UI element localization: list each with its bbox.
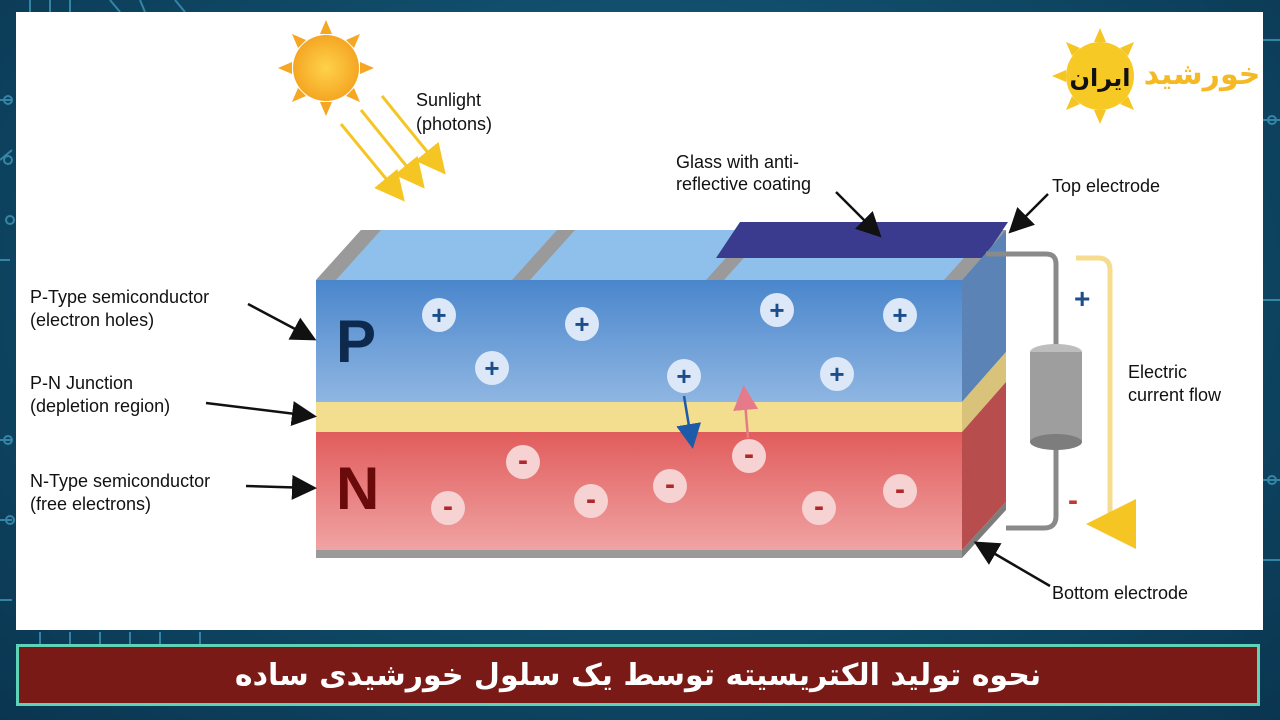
- logo-outer-text: خورشید: [1144, 57, 1261, 92]
- photons-label: (photons): [416, 114, 492, 134]
- sunlight-label: Sunlight: [416, 90, 481, 110]
- free-electrons: - - - - - - -: [431, 438, 917, 525]
- hole: +: [475, 351, 509, 385]
- current-flow-arrow: [1076, 255, 1136, 549]
- n-layer: [316, 432, 962, 550]
- svg-text:-: -: [586, 483, 596, 516]
- hole: +: [820, 357, 854, 391]
- electron-flow-arrow: [676, 395, 702, 449]
- p-type-pointer: [247, 302, 317, 341]
- electron: -: [574, 483, 608, 518]
- svg-text:-: -: [814, 490, 824, 523]
- hole: +: [760, 293, 794, 327]
- top-electrode-pointer: [1008, 193, 1049, 234]
- p-type-label-line1: P-Type semiconductor: [30, 287, 209, 307]
- hole-flow-arrow: [733, 385, 759, 439]
- svg-text:+: +: [431, 300, 446, 330]
- pn-junction-pointer: [205, 401, 317, 426]
- n-type-label-line2: (free electrons): [30, 494, 151, 514]
- electron: -: [732, 438, 766, 473]
- positive-terminal-sign: +: [1074, 283, 1090, 314]
- negative-terminal-sign: -: [1068, 484, 1078, 517]
- n-type-pointer: [245, 474, 317, 500]
- svg-text:-: -: [443, 490, 453, 523]
- electron: -: [431, 490, 465, 525]
- external-wire: [986, 251, 1059, 531]
- p-layer-side: [962, 230, 1006, 402]
- p-type-label-line2: (electron holes): [30, 310, 154, 330]
- electron: -: [506, 444, 540, 479]
- svg-text:+: +: [829, 359, 844, 389]
- svg-text:+: +: [769, 295, 784, 325]
- svg-text:-: -: [744, 438, 754, 471]
- hole: +: [667, 359, 701, 393]
- sun-icon: [278, 20, 374, 116]
- sunlight-rays: [339, 95, 446, 202]
- bottom-electrode-label: Bottom electrode: [1052, 583, 1188, 603]
- glass-pointer: [835, 191, 882, 238]
- glass-coating: [716, 222, 1008, 258]
- pn-junction-label-line1: P-N Junction: [30, 373, 133, 393]
- svg-text:-: -: [518, 444, 528, 477]
- n-letter: N: [336, 455, 379, 522]
- bottom-plate-side: [962, 502, 1006, 558]
- diagram-panel: Sunlight (photons) P N + + + +: [16, 12, 1263, 630]
- current-flow-label: current flow: [1128, 385, 1222, 405]
- hole: +: [565, 307, 599, 341]
- electron: -: [802, 490, 836, 525]
- caption-text: نحوه تولید الکتریسیته توسط یک سلول خورشی…: [234, 657, 1042, 693]
- svg-text:+: +: [892, 300, 907, 330]
- electron: -: [653, 468, 687, 503]
- svg-text:+: +: [484, 353, 499, 383]
- logo-inner-text: ایران: [1070, 64, 1131, 92]
- p-letter: P: [336, 308, 376, 375]
- junction-side: [962, 352, 1006, 432]
- hole: +: [422, 298, 456, 332]
- svg-text:+: +: [676, 361, 691, 391]
- hole: +: [883, 298, 917, 332]
- electron-holes: + + + + + + +: [422, 293, 917, 393]
- p-layer: [316, 280, 962, 402]
- svg-text:+: +: [574, 309, 589, 339]
- electric-label: Electric: [1128, 362, 1187, 382]
- solar-cell-diagram: Sunlight (photons) P N + + + +: [30, 20, 1260, 603]
- n-type-label-line1: N-Type semiconductor: [30, 471, 210, 491]
- caption-bar: نحوه تولید الکتریسیته توسط یک سلول خورشی…: [16, 644, 1260, 706]
- glass-label-line2: reflective coating: [676, 174, 811, 194]
- top-electrode-label: Top electrode: [1052, 176, 1160, 196]
- khorshid-iran-logo: ایران خورشید: [1052, 28, 1260, 124]
- pn-junction-layer: [316, 402, 962, 432]
- svg-text:-: -: [895, 473, 905, 506]
- n-layer-side: [962, 382, 1006, 550]
- pn-junction-label-line2: (depletion region): [30, 396, 170, 416]
- bottom-electrode-plate: [316, 550, 962, 558]
- load-resistor: [1030, 344, 1082, 450]
- svg-text:-: -: [665, 468, 675, 501]
- glass-label-line1: Glass with anti-: [676, 152, 799, 172]
- electron: -: [883, 473, 917, 508]
- bottom-electrode-pointer: [973, 541, 1051, 588]
